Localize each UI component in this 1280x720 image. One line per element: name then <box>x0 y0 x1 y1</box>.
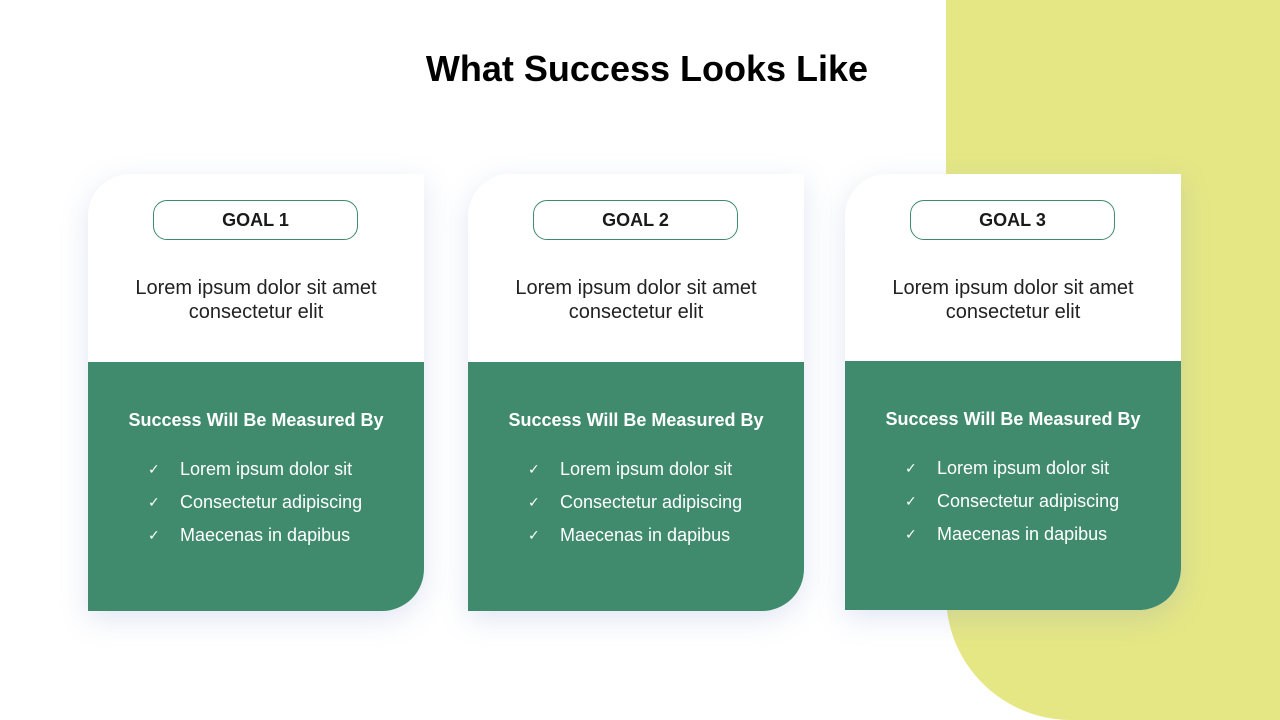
goal-description: Lorem ipsum dolor sit amet consectetur e… <box>135 277 377 323</box>
list-item: ✓ Maecenas in dapibus <box>148 519 424 552</box>
check-icon: ✓ <box>148 494 160 510</box>
measures-heading: Success Will Be Measured By <box>128 410 384 430</box>
goal-description: Lorem ipsum dolor sit amet consectetur e… <box>892 277 1134 323</box>
list-item-label: Lorem ipsum dolor sit <box>560 459 733 479</box>
goal-badge: GOAL 3 <box>910 200 1115 240</box>
check-icon: ✓ <box>528 494 540 510</box>
measures-heading: Success Will Be Measured By <box>508 410 764 430</box>
check-icon: ✓ <box>905 493 917 509</box>
list-item-label: Consectetur adipiscing <box>560 492 743 512</box>
list-item: ✓ Lorem ipsum dolor sit <box>148 453 424 486</box>
check-icon: ✓ <box>905 526 917 542</box>
list-item: ✓ Maecenas in dapibus <box>528 519 804 552</box>
check-icon: ✓ <box>148 461 160 477</box>
list-item: ✓ Lorem ipsum dolor sit <box>905 452 1181 485</box>
list-item-label: Consectetur adipiscing <box>937 491 1120 511</box>
measures-heading: Success Will Be Measured By <box>885 409 1141 429</box>
goal-card: GOAL 1 Lorem ipsum dolor sit amet consec… <box>88 174 424 611</box>
list-item: ✓ Maecenas in dapibus <box>905 518 1181 551</box>
measures-panel: Success Will Be Measured By ✓ Lorem ipsum… <box>845 361 1181 610</box>
measures-panel: Success Will Be Measured By ✓ Lorem ipsum… <box>88 362 424 611</box>
goal-card: GOAL 3 Lorem ipsum dolor sit amet consec… <box>845 174 1181 610</box>
list-item-label: Consectetur adipiscing <box>180 492 363 512</box>
goal-description: Lorem ipsum dolor sit amet consectetur e… <box>515 277 757 323</box>
list-item-label: Maecenas in dapibus <box>560 525 731 545</box>
list-item-label: Maecenas in dapibus <box>937 524 1108 544</box>
list-item-label: Maecenas in dapibus <box>180 525 351 545</box>
list-item: ✓ Consectetur adipiscing <box>148 486 424 519</box>
measures-panel: Success Will Be Measured By ✓ Lorem ipsum… <box>468 362 804 611</box>
list-item: ✓ Consectetur adipiscing <box>905 485 1181 518</box>
list-item: ✓ Lorem ipsum dolor sit <box>528 453 804 486</box>
goal-card: GOAL 2 Lorem ipsum dolor sit amet consec… <box>468 174 804 611</box>
check-icon: ✓ <box>148 527 160 543</box>
list-item-label: Lorem ipsum dolor sit <box>937 458 1110 478</box>
list-item-label: Lorem ipsum dolor sit <box>180 459 353 479</box>
goal-badge: GOAL 1 <box>153 200 358 240</box>
check-icon: ✓ <box>905 460 917 476</box>
check-icon: ✓ <box>528 527 540 543</box>
check-icon: ✓ <box>528 461 540 477</box>
list-item: ✓ Consectetur adipiscing <box>528 486 804 519</box>
goal-badge: GOAL 2 <box>533 200 738 240</box>
page-title: What Success Looks Like <box>425 48 869 89</box>
